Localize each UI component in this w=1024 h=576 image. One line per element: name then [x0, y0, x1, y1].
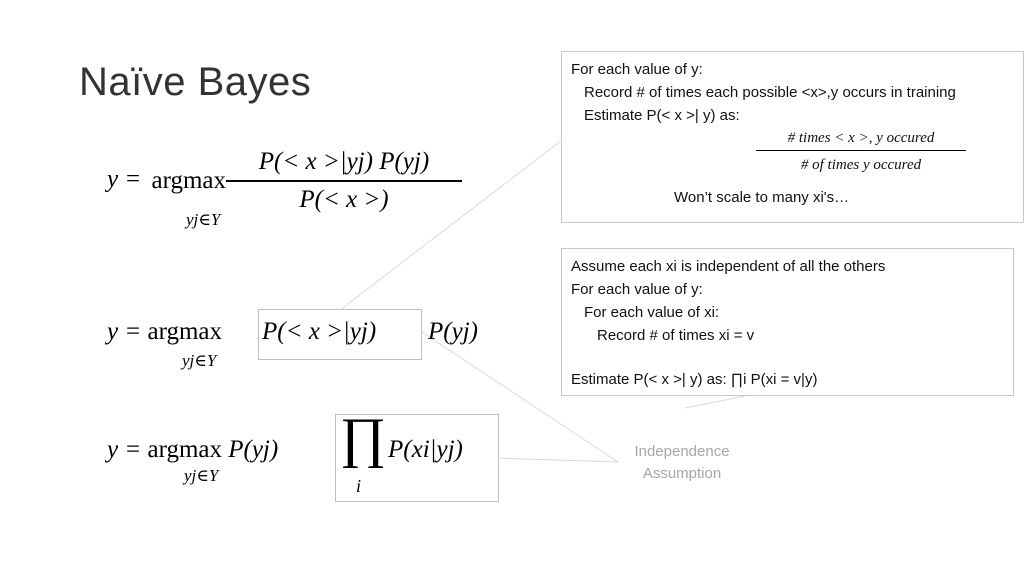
- connector-line-box2: [684, 395, 746, 409]
- equation-1: y = argmax P(< x >|yj) P(yj) P(< x >): [107, 148, 462, 214]
- eq3-highlight-box: [335, 414, 499, 502]
- eq3-product-index: i: [356, 476, 362, 496]
- equation-3: y = argmax P(yj): [107, 436, 278, 464]
- eq3-prior: P(yj): [228, 436, 279, 463]
- box1-frac-num: # times < x >, y occured: [787, 130, 935, 146]
- box2-line3: For each value of xi:: [584, 304, 720, 321]
- box1-frac-bar: [756, 150, 966, 151]
- box1-line1: For each value of y:: [571, 61, 703, 78]
- callout-box-full-joint: For each value of y: Record # of times e…: [561, 51, 1024, 223]
- box2-line5: Estimate P(< x >| y) as: ∏i P(xi = v|y): [571, 371, 818, 388]
- eq3-argmax: argmax: [147, 436, 222, 463]
- eq1-argmax-block: argmax: [151, 167, 226, 195]
- connector-line-indep-1: [421, 331, 619, 463]
- eq3-under: yj∈Y: [184, 466, 219, 485]
- eq2-prior: P(yj): [428, 318, 478, 345]
- box1-line2: Record # of times each possible <x>,y oc…: [584, 84, 956, 101]
- eq2-argmax: argmax: [147, 318, 222, 345]
- box1-frac-den: # of times y occured: [800, 157, 922, 173]
- annotation-line2: Assumption: [642, 465, 722, 482]
- eq1-argmax: argmax: [151, 166, 226, 194]
- connector-line-box1: [339, 139, 563, 311]
- callout-box-independence: Assume each xi is independent of all the…: [561, 248, 1014, 396]
- eq1-under: yj∈Y: [186, 210, 221, 229]
- connector-line-indep-2: [497, 457, 619, 463]
- eq1-denominator: P(< x >): [299, 185, 389, 213]
- box2-line4: Record # of times xi = v: [597, 327, 755, 344]
- eq1-fraction-bar: [225, 180, 462, 182]
- eq2-highlight-box: [258, 309, 422, 360]
- eq1-lhs: y =: [107, 165, 142, 193]
- slide-title: Naïve Bayes: [79, 60, 312, 104]
- box2-line1: Assume each xi is independent of all the…: [571, 258, 886, 275]
- eq2-under: yj∈Y: [182, 351, 217, 370]
- equation-2: y = argmax: [107, 318, 222, 346]
- eq3-lhs: y =: [107, 436, 142, 463]
- box1-line3: Estimate P(< x >| y) as:: [584, 107, 740, 124]
- annotation-line1: Independence: [634, 443, 730, 460]
- eq2-lhs: y =: [107, 318, 142, 345]
- independence-assumption-label: Independence Assumption: [612, 441, 752, 485]
- eq2-boxed-term: P(< x >|yj): [262, 318, 377, 345]
- box1-fraction: # times < x >, y occured # of times y oc…: [691, 127, 1024, 176]
- box1-line4: Won’t scale to many xi's…: [674, 189, 850, 206]
- eq3-likelihood-term: P(xi|yj): [388, 436, 463, 463]
- eq1-numerator: P(< x >|yj) P(yj): [258, 148, 430, 175]
- box2-line2: For each value of y:: [571, 281, 703, 298]
- eq1-fraction: P(< x >|yj) P(yj) P(< x >): [225, 148, 462, 214]
- eq3-product-symbol: ∏: [340, 407, 387, 469]
